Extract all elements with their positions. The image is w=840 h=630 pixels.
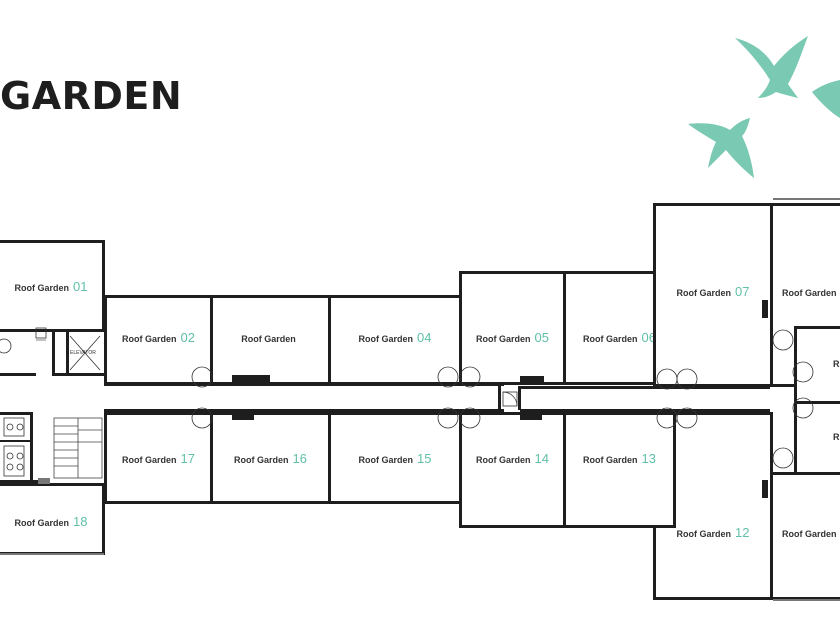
elevator-label: ELEVATOR	[70, 350, 96, 356]
room-number: 17	[180, 451, 195, 466]
room-number: 04	[417, 330, 432, 345]
room-name: R	[833, 432, 840, 442]
room-number: 06	[641, 330, 656, 345]
room-number: 02	[180, 330, 195, 345]
door-marker	[520, 412, 542, 420]
elevator-shaft	[66, 332, 69, 376]
room-name: Roof Garden	[234, 455, 289, 465]
room-name: Roof Garden	[241, 334, 296, 344]
room-name: Roof Garden	[476, 455, 531, 465]
room-number: 01	[73, 279, 88, 294]
bird-icon	[812, 80, 840, 118]
door-marker	[762, 480, 768, 498]
room-number: 16	[292, 451, 307, 466]
corridor-wall	[520, 409, 770, 412]
room-name: R	[833, 359, 840, 369]
door-marker	[232, 375, 270, 383]
page-title: GARDEN	[0, 74, 183, 118]
toilet-icons	[3, 417, 25, 477]
room-10: R	[794, 401, 840, 475]
room-name: Roof Garden	[358, 455, 414, 465]
room-name: Roof Garden	[122, 334, 177, 344]
room-name: Roof Garden	[14, 518, 70, 528]
outer-edge	[773, 599, 840, 601]
room-number: 15	[417, 451, 432, 466]
room-number: 13	[641, 451, 656, 466]
door-marker	[520, 376, 544, 384]
door-marker	[232, 412, 254, 420]
bird-icon	[688, 118, 754, 178]
core-wall	[38, 478, 50, 484]
room-name: Roof Garden	[782, 288, 837, 298]
room-name: Roof Garden	[14, 283, 70, 293]
corridor-wall	[518, 386, 521, 410]
bird-icon	[735, 36, 808, 98]
room-name: Roof Garden	[583, 334, 638, 344]
room-number: 12	[735, 525, 750, 540]
outer-edge	[773, 198, 840, 200]
door-swing	[0, 338, 12, 354]
elevator-shaft	[52, 332, 55, 376]
corridor-cabinet	[502, 391, 518, 407]
room-number: 18	[73, 514, 88, 529]
room-09: R	[794, 326, 840, 404]
room-name: Roof Garden	[676, 288, 732, 298]
room-number: 14	[534, 451, 549, 466]
corridor-wall	[104, 382, 504, 386]
corridor-wall	[498, 386, 501, 410]
outer-edge	[0, 553, 104, 555]
core-wall	[30, 412, 33, 482]
corridor-wall	[104, 409, 504, 413]
core-wall	[0, 373, 36, 376]
core-wall	[0, 440, 33, 442]
door-marker	[762, 300, 768, 318]
core-wall	[0, 412, 33, 415]
room-03: Roof Garden	[210, 295, 331, 385]
stairs-icon	[53, 417, 103, 479]
room-11: Roof Garden	[770, 472, 840, 600]
corridor-cabinet	[502, 391, 518, 407]
room-number: 05	[534, 330, 549, 345]
room-name: Roof Garden	[122, 455, 177, 465]
room-name: Roof Garden	[583, 455, 638, 465]
room-number: 07	[735, 284, 750, 299]
core-wall	[0, 480, 50, 483]
door-swing	[772, 447, 794, 469]
elevator-shaft	[52, 373, 104, 376]
corridor-wall	[520, 386, 770, 389]
room-name: Roof Garden	[676, 529, 732, 539]
room-name: Roof Garden	[476, 334, 531, 344]
room-name: Roof Garden	[782, 529, 837, 539]
room-name: Roof Garden	[358, 334, 414, 344]
